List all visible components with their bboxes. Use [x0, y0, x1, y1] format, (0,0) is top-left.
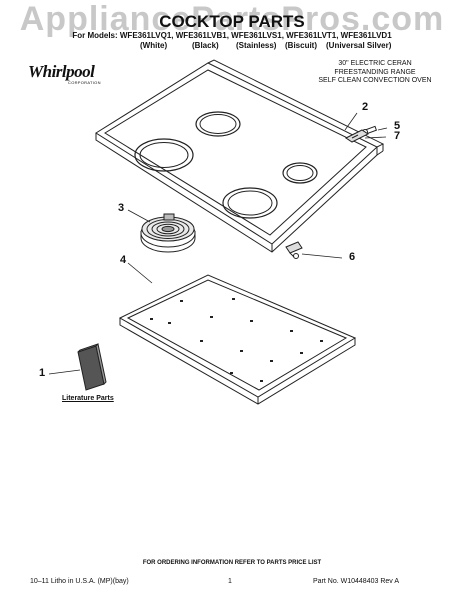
main-top-part-4 — [118, 274, 357, 405]
radiant-element-part-3 — [140, 213, 196, 253]
color-white: (White) — [140, 41, 168, 50]
logo-sub: CORPORATION — [68, 80, 101, 85]
cooktop-glass-part — [95, 59, 385, 253]
footer-part-number: Part No. W10448403 Rev A — [313, 578, 399, 585]
color-stainless: (Stainless) — [236, 41, 277, 50]
leader-lines — [48, 112, 388, 375]
models-line: For Models: WFE361LVQ1, WFE361LVB1, WFE3… — [72, 31, 392, 40]
literature-parts-label: Literature Parts — [62, 395, 114, 402]
whirlpool-logo: Whirlpool CORPORATION — [28, 62, 138, 90]
color-list: (White) (Black) (Stainless) (Biscuit) (U… — [0, 41, 464, 53]
product-line-2: FREESTANDING RANGE — [334, 68, 416, 76]
main-top-holes — [150, 298, 323, 382]
page-title: COCKTOP PARTS — [159, 12, 305, 31]
color-biscuit: (Biscuit) — [285, 41, 317, 50]
callout-5: 5 — [393, 120, 401, 132]
color-black: (Black) — [192, 41, 219, 50]
callout-1: 1 — [38, 367, 46, 379]
ordering-info: FOR ORDERING INFORMATION REFER TO PARTS … — [142, 560, 322, 566]
callout-3: 3 — [117, 202, 125, 214]
product-line-1: 30" ELECTRIC CERAN — [338, 60, 412, 67]
cooktop-burner-circles — [134, 111, 318, 219]
product-description: 30" ELECTRIC CERAN FREESTANDING RANGE SE… — [300, 60, 450, 86]
footer-page-number: 1 — [228, 578, 232, 585]
literature-booklet-part-1 — [77, 342, 107, 391]
callout-7: 7 — [393, 130, 401, 142]
callout-6: 6 — [348, 251, 356, 263]
callout-4: 4 — [119, 254, 127, 266]
color-universal-silver: (Universal Silver) — [326, 41, 392, 50]
logo-name: Whirlpool — [28, 62, 95, 81]
bracket-part-7 — [345, 129, 369, 143]
callout-2: 2 — [361, 101, 369, 113]
watermark: AppliancePartsPros.com — [19, 0, 445, 38]
switch-part-6 — [285, 241, 303, 259]
footer-litho: 10–11 Litho in U.S.A. (MP)(bay) — [30, 578, 129, 585]
product-line-3: SELF CLEAN CONVECTION OVEN — [318, 77, 432, 84]
